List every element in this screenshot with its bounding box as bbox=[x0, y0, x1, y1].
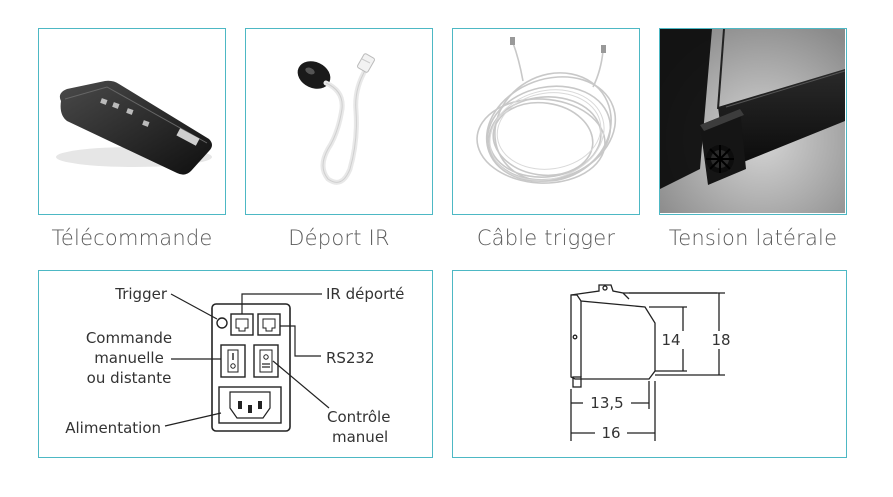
caption-remote: Télécommande bbox=[51, 226, 213, 250]
dim-width-13-5: 13,5 bbox=[590, 394, 623, 412]
connection-panel-box: Trigger IR déporté Commande manuelle ou … bbox=[38, 270, 433, 458]
product-box-ir bbox=[245, 28, 433, 215]
label-control-1: Contrôle bbox=[327, 408, 390, 426]
caption-cable: Câble trigger bbox=[476, 226, 616, 250]
caption-ir: Déport IR bbox=[288, 226, 390, 250]
product-box-tension bbox=[659, 28, 847, 215]
remote-control-icon bbox=[56, 80, 212, 175]
dim-height-14: 14 bbox=[661, 331, 680, 349]
dim-width-16: 16 bbox=[601, 424, 620, 442]
rs232-port-icon bbox=[257, 313, 281, 336]
ir-extension-icon bbox=[297, 53, 375, 185]
label-rs232: RS232 bbox=[326, 349, 375, 367]
label-power: Alimentation bbox=[65, 419, 161, 437]
label-trigger: Trigger bbox=[114, 285, 168, 303]
label-command-3: ou distante bbox=[87, 369, 172, 387]
label-command-1: Commande bbox=[86, 329, 172, 347]
label-command-2: manuelle bbox=[94, 349, 164, 367]
ir-port-icon bbox=[230, 313, 254, 336]
connection-panel-diagram: Trigger IR déporté Commande manuelle ou … bbox=[65, 285, 404, 446]
label-control-2: manuel bbox=[332, 428, 388, 446]
dim-height-18: 18 bbox=[711, 331, 730, 349]
label-ir: IR déporté bbox=[326, 285, 404, 303]
profile-dimension-diagram: 14 18 13,5 16 bbox=[570, 284, 731, 442]
dimension-drawing-box: 14 18 13,5 16 bbox=[452, 270, 847, 458]
caption-tension: Tension latérale bbox=[668, 226, 838, 250]
trigger-jack-icon bbox=[216, 317, 228, 329]
product-box-remote bbox=[38, 28, 226, 215]
side-tension-icon bbox=[660, 28, 846, 213]
trigger-cable-icon bbox=[476, 37, 617, 184]
product-box-cable bbox=[452, 28, 640, 215]
